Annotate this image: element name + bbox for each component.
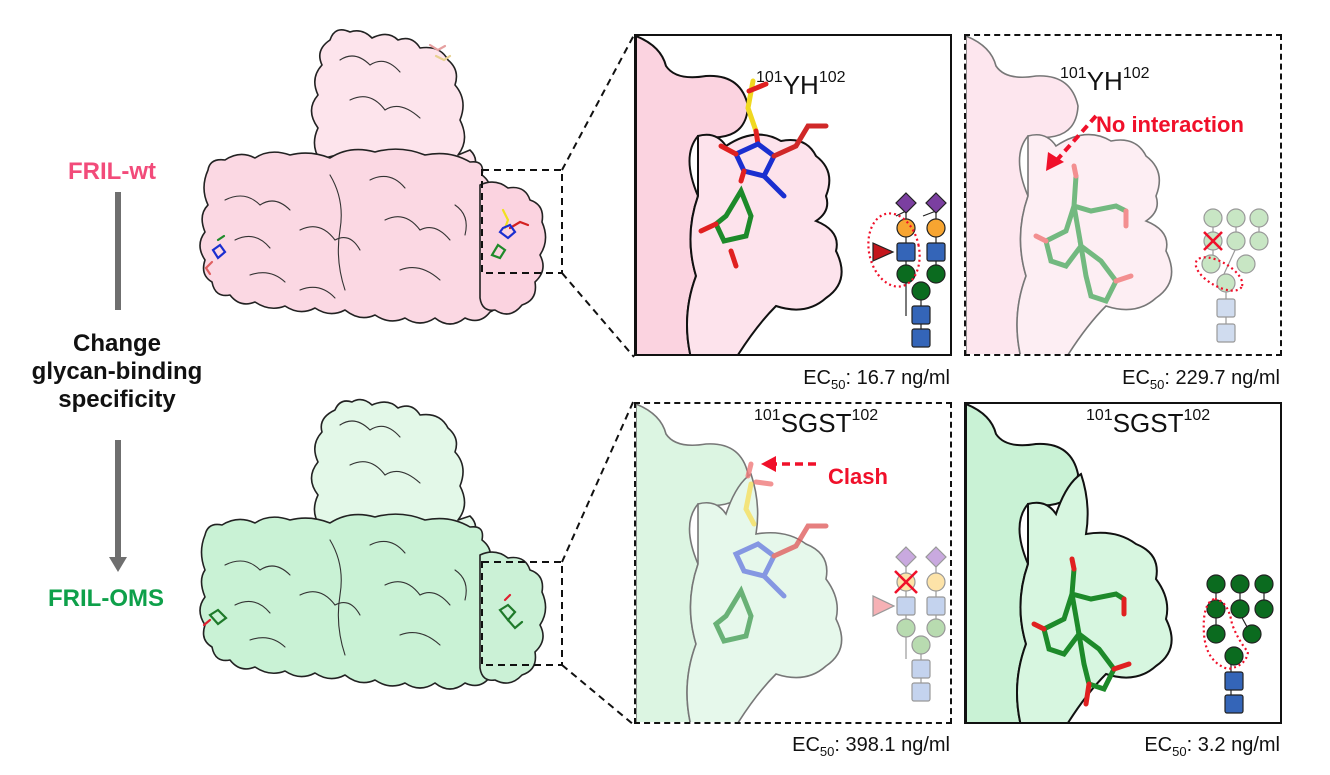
binding-pocket-illustration [636, 404, 843, 722]
label-line-1: Change [72, 330, 161, 357]
residue-label: 101SGST102 [1086, 407, 1211, 438]
clash-annotation: Clash [828, 464, 888, 489]
ec50-value: EC50: 398.1 ng/ml [792, 734, 950, 759]
ec50-value: EC50: 3.2 ng/ml [1144, 734, 1280, 759]
arrow-shaft-bottom [115, 440, 121, 558]
panel-wt-high-mannose: 101YH102 No interaction [964, 34, 1282, 356]
label-line-2: glycan-binding [31, 358, 203, 386]
binding-pocket-illustration [966, 36, 1173, 354]
panel-oms-sialylated: 101SGST102 Clash [634, 402, 952, 724]
panel-wt-sialylated: 101YH102 [634, 34, 952, 356]
panel-oms-high-mannose: 101SGST102 [964, 402, 1282, 724]
glycan-sialylated-faded-icon [872, 546, 947, 702]
binding-pocket-illustration [966, 404, 1173, 722]
change-specificity-label: Change glycan-binding specificity [22, 330, 212, 414]
residue-label: 101YH102 [756, 69, 846, 100]
glycan-high-mannose-icon [1202, 574, 1274, 714]
binding-pocket-illustration [636, 36, 843, 354]
fril-oms-label: FRIL-OMS [48, 585, 164, 612]
ec50-value: EC50: 229.7 ng/ml [1122, 367, 1280, 392]
ec50-value: EC50: 16.7 ng/ml [803, 367, 950, 392]
residue-label: 101SGST102 [754, 407, 879, 438]
label-line-3: specificity [58, 386, 176, 414]
arrow-shaft-top [115, 192, 121, 310]
glycan-sialylated-fucosylated-icon [867, 192, 947, 348]
residue-label: 101YH102 [1060, 65, 1150, 96]
fril-wt-label: FRIL-wt [68, 158, 156, 185]
no-interaction-annotation: No interaction [1096, 112, 1244, 137]
glycan-high-mannose-faded-icon [1194, 208, 1269, 343]
